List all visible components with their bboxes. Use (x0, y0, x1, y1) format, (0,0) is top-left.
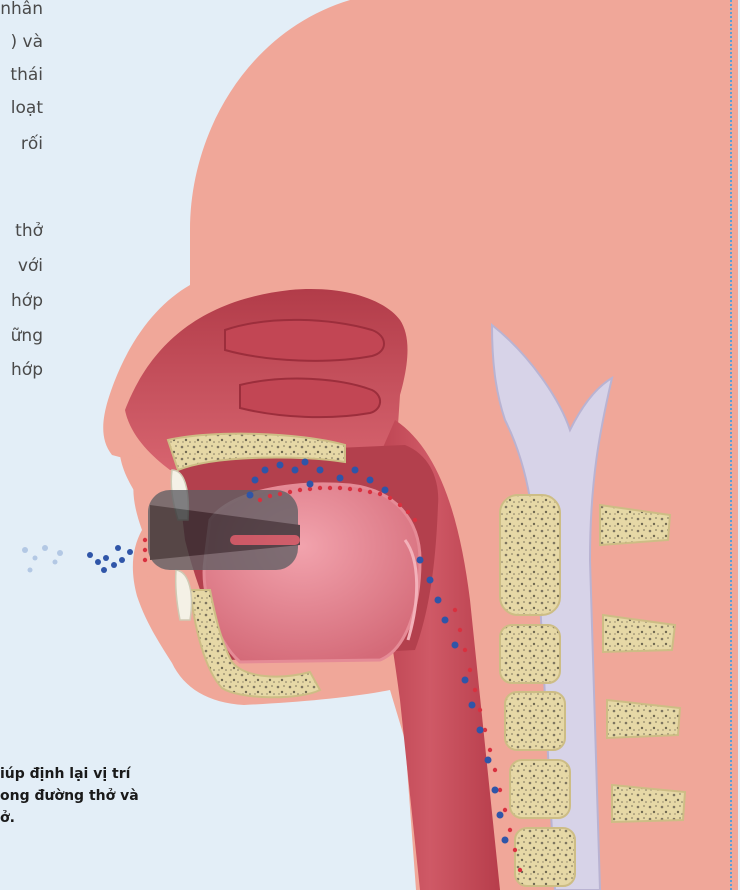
vertebra-3 (505, 692, 565, 750)
nasal-turbinate-top (225, 320, 384, 361)
caption-line-1: iúp định lại vị trí (0, 764, 130, 785)
dotted-border (730, 0, 732, 890)
caption-line-2: ong đường thở và (0, 786, 139, 807)
oral-device (148, 490, 300, 570)
vertebra-1 (500, 495, 560, 615)
aerosol-mist (22, 545, 63, 573)
caption-line-3: ở. (0, 808, 15, 829)
vertebra-4 (510, 760, 570, 818)
vertebra-2 (500, 625, 560, 683)
vertebra-5 (515, 828, 575, 886)
